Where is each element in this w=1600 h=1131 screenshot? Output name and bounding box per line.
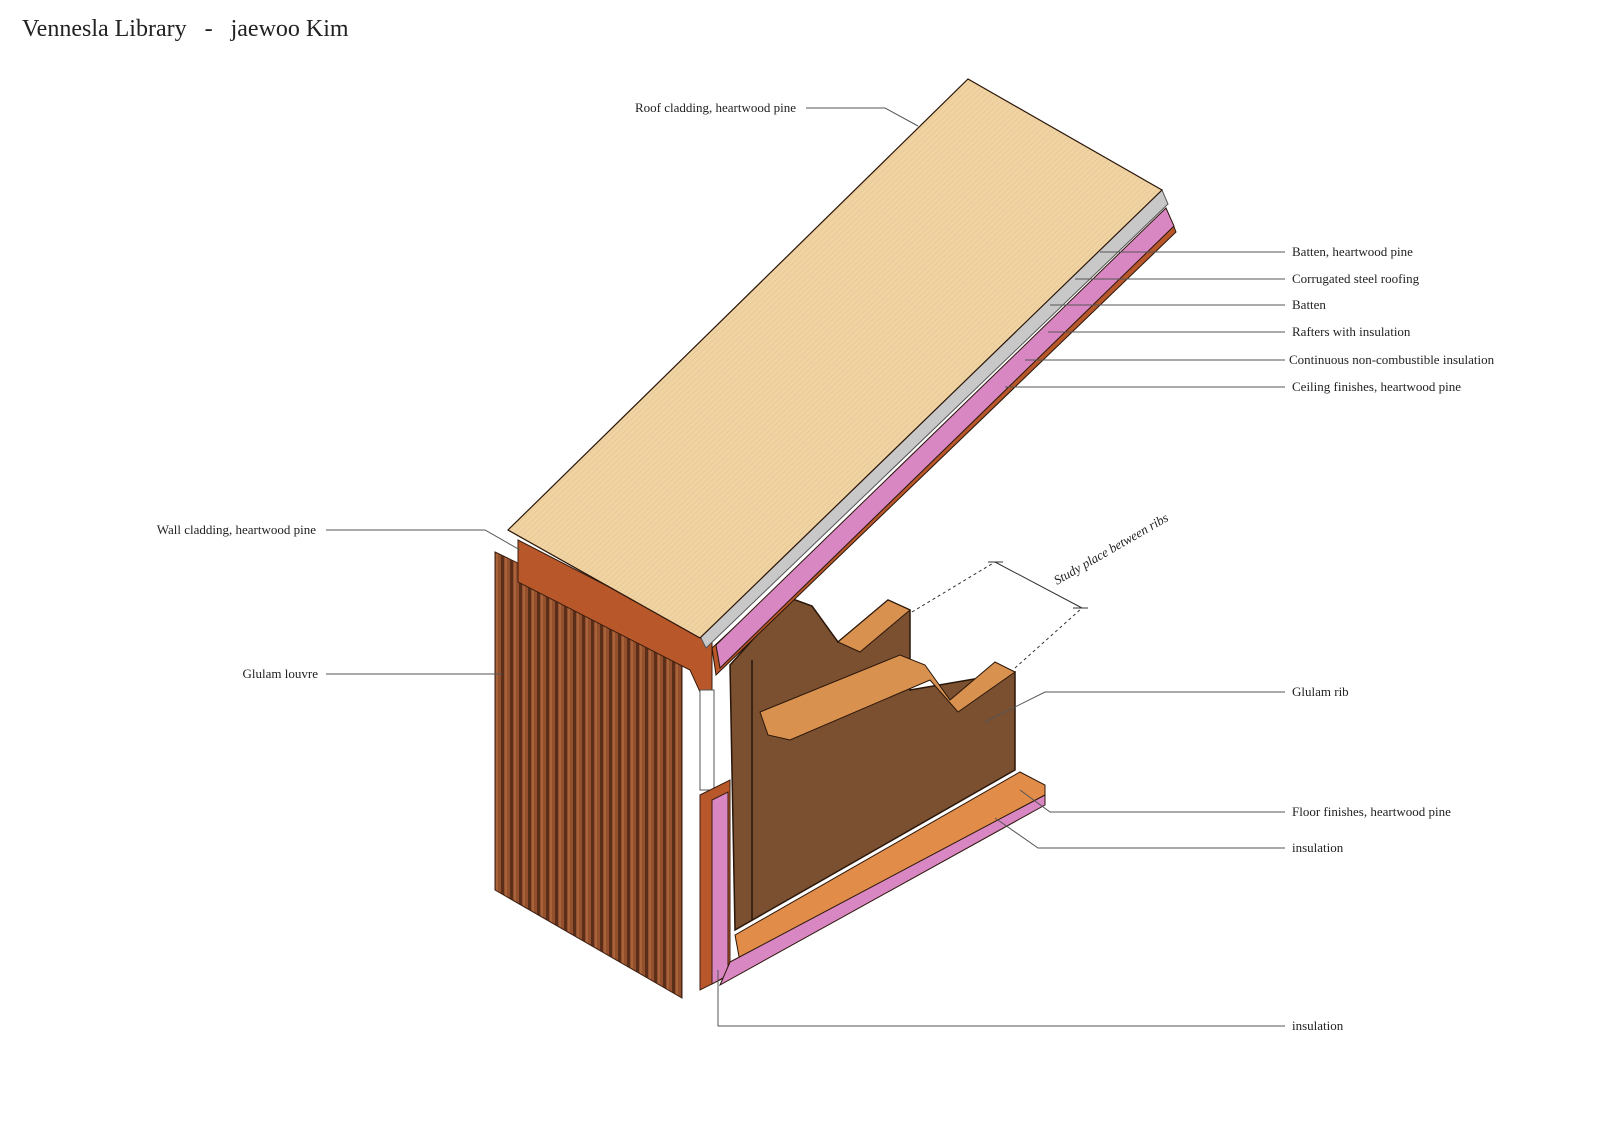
- rib-step-front: [759, 654, 1016, 741]
- label-continuous-insulation: Continuous non-combustible insulation: [1289, 352, 1495, 367]
- label-roof-cladding: Roof cladding, heartwood pine: [635, 100, 796, 115]
- label-glulam-rib: Glulam rib: [1292, 684, 1349, 699]
- drawing-title: Vennesla Library - jaewoo Kim: [22, 16, 349, 42]
- dimension-line: [994, 561, 1083, 609]
- label-wall-cladding: Wall cladding, heartwood pine: [157, 522, 316, 537]
- rib-step-top: [837, 599, 911, 653]
- wall-insulation: [711, 791, 729, 985]
- label-ceiling-finishes: Ceiling finishes, heartwood pine: [1292, 379, 1461, 394]
- label-floor-finishes: Floor finishes, heartwood pine: [1292, 804, 1451, 819]
- floor-insulation: [718, 794, 1046, 987]
- label-wall-insulation: insulation: [1292, 1018, 1344, 1033]
- dimension-extension: [1014, 607, 1083, 669]
- roof-insulation: [715, 207, 1175, 670]
- label-batten: Batten: [1292, 297, 1326, 312]
- label-corrugated-steel: Corrugated steel roofing: [1292, 271, 1420, 286]
- dimension-extension: [911, 561, 996, 613]
- study-place-label: Study place between ribs: [1051, 510, 1171, 588]
- roof-cladding: [507, 78, 1163, 639]
- label-floor-insulation: insulation: [1292, 840, 1344, 855]
- label-batten-heartwood: Batten, heartwood pine: [1292, 244, 1413, 259]
- wall-gap: [699, 689, 715, 791]
- label-rafters: Rafters with insulation: [1292, 324, 1411, 339]
- label-glulam-louvre: Glulam louvre: [243, 666, 319, 681]
